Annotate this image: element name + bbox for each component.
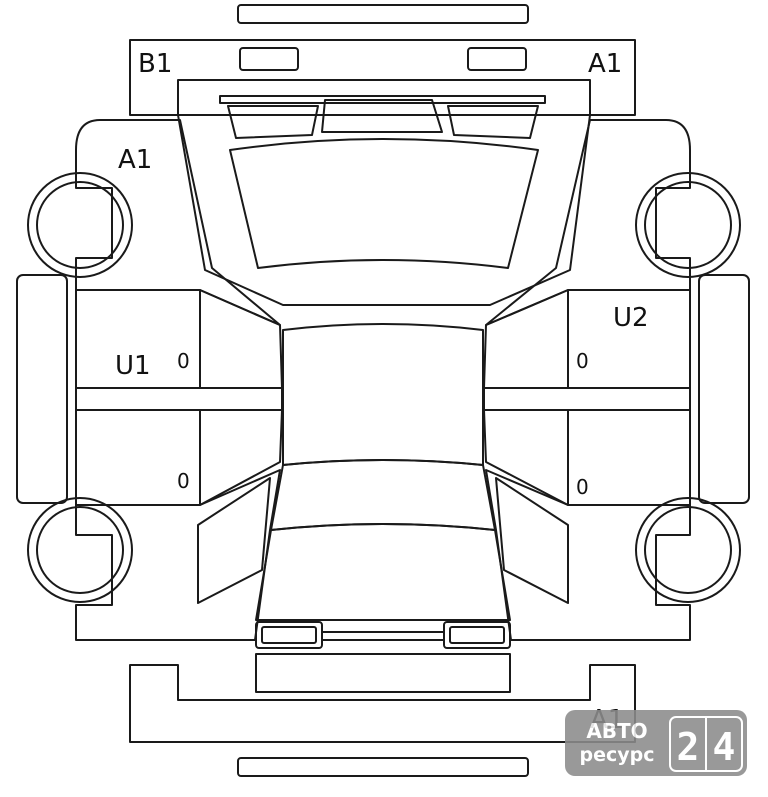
rear-left-quarter-glass xyxy=(197,477,271,604)
rear-bumper-bar xyxy=(237,757,529,777)
watermark-background xyxy=(565,710,747,776)
front-right-light xyxy=(467,47,527,71)
rear-panel xyxy=(255,653,511,693)
rear-right-light xyxy=(443,621,511,649)
rear-window xyxy=(270,459,496,531)
rear-right-wheel-outer xyxy=(635,497,741,603)
rear-left-wheel-inner xyxy=(36,506,124,594)
left-rear-door xyxy=(75,409,283,506)
label-left-doors: U1 xyxy=(115,351,151,381)
door-handle-left-rear: 0 xyxy=(177,469,190,493)
hood-center xyxy=(321,99,443,133)
rear-right-quarter-glass xyxy=(495,477,569,604)
rear-bumper xyxy=(129,664,636,743)
left-front-door xyxy=(75,289,283,389)
headlight-right xyxy=(447,105,539,139)
right-rear-door xyxy=(483,409,691,506)
headlight-left xyxy=(227,105,319,139)
left-pillar xyxy=(75,387,283,411)
front-left-wheel-outer xyxy=(27,172,133,278)
front-left-light xyxy=(239,47,299,71)
label-right-doors: U2 xyxy=(613,303,649,333)
door-handle-right-front: 0 xyxy=(576,349,589,373)
watermark-line2: ресурс xyxy=(580,744,655,766)
front-right-wheel-outer xyxy=(635,172,741,278)
roof xyxy=(282,323,484,466)
front-left-wheel-inner xyxy=(36,181,124,269)
front-bumper xyxy=(129,39,636,116)
watermark-line1: АВТО xyxy=(586,719,647,743)
hood xyxy=(177,114,591,306)
rear-left-light xyxy=(255,621,323,649)
left-rear-fender xyxy=(75,469,281,641)
label-left-fender: A1 xyxy=(118,145,152,175)
right-pillar xyxy=(483,387,691,411)
watermark-digit-1: 2 xyxy=(677,725,700,769)
front-bumper-bar xyxy=(237,4,529,24)
rear-right-wheel-inner xyxy=(644,506,732,594)
door-handle-right-rear: 0 xyxy=(576,475,589,499)
right-rear-fender xyxy=(485,469,691,641)
trunk-lid xyxy=(255,523,511,621)
door-handle-left-front: 0 xyxy=(177,349,190,373)
left-sill xyxy=(16,274,68,504)
watermark-digit-2: 4 xyxy=(713,725,736,769)
windshield xyxy=(229,138,539,269)
rear-left-wheel-outer xyxy=(27,497,133,603)
right-sill xyxy=(698,274,750,504)
label-front-right: A1 xyxy=(588,49,622,79)
front-grille xyxy=(219,95,546,104)
right-front-door xyxy=(483,289,691,389)
front-right-wheel-inner xyxy=(644,181,732,269)
label-front-left: B1 xyxy=(138,49,172,79)
left-front-fender xyxy=(75,119,281,326)
watermark-logo: АВТО ресурс 2 4 xyxy=(565,710,747,776)
rear-left-light-inner xyxy=(261,626,317,644)
rear-right-light-inner xyxy=(449,626,505,644)
